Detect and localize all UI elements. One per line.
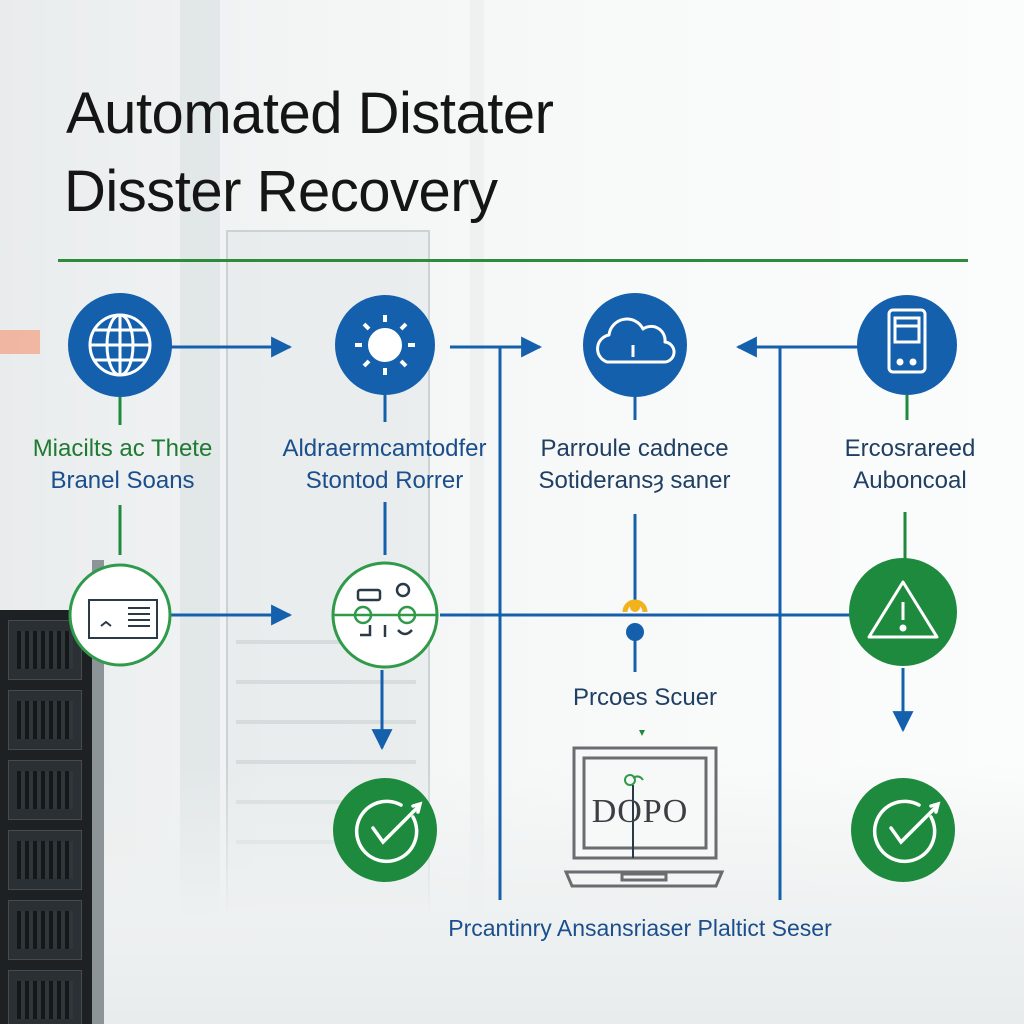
globe-icon bbox=[88, 313, 152, 377]
check-node-right bbox=[851, 778, 955, 882]
cloud-node bbox=[583, 293, 687, 397]
page-title-line2: Disster Recovery bbox=[64, 159, 498, 224]
background-slat bbox=[236, 720, 416, 724]
monitor-window-icon bbox=[88, 599, 158, 639]
cloud-label: Parroule cadnece Sotideransȝ saner bbox=[512, 433, 757, 497]
background-slat bbox=[236, 640, 416, 644]
cloud-label-line1: Parroule cadnece bbox=[540, 435, 729, 462]
laptop-icon bbox=[563, 746, 725, 888]
laptop-screen-text: DOPO bbox=[592, 793, 689, 830]
server-rack-post bbox=[92, 560, 104, 1024]
check-node-left bbox=[333, 778, 437, 882]
warning-icon bbox=[867, 580, 939, 639]
check-gauge-icon bbox=[872, 799, 941, 864]
device-label-line2: Auboncoal bbox=[853, 467, 967, 494]
check-gauge-icon bbox=[354, 799, 423, 864]
monitor-node bbox=[68, 563, 172, 667]
background-floor bbox=[0, 764, 1024, 1024]
globe-node bbox=[68, 293, 172, 397]
sun-label: Aldraermcamtodfer Stontod Rorrer bbox=[272, 433, 497, 497]
sun-label-line1: Aldraermcamtodfer bbox=[282, 435, 487, 462]
sun-label-line2: Stontod Rorrer bbox=[305, 467, 464, 494]
connector-lines bbox=[118, 336, 914, 900]
hub-node bbox=[331, 561, 439, 669]
title-divider bbox=[58, 259, 968, 262]
junction-node bbox=[622, 599, 648, 641]
globe-label-line2: Branel Soans bbox=[50, 467, 195, 494]
globe-label-line1: Miacilts ac Thete bbox=[32, 435, 213, 462]
page-title-line1: Automated Distater bbox=[66, 81, 554, 146]
junction-marker-icon bbox=[622, 599, 648, 641]
process-hub-icon bbox=[333, 582, 437, 637]
laptop-node: DOPO bbox=[563, 746, 725, 888]
device-node bbox=[857, 295, 957, 395]
process-label: Prcoes Scuer bbox=[572, 684, 718, 711]
background-led bbox=[0, 330, 40, 354]
background-slat bbox=[236, 680, 416, 684]
process-pointer bbox=[639, 730, 645, 736]
cloud-label-line2: Sotideransȝ saner bbox=[538, 467, 731, 494]
mobile-device-icon bbox=[887, 308, 927, 374]
server-rack bbox=[0, 610, 96, 1024]
sun-node bbox=[335, 295, 435, 395]
sun-icon bbox=[355, 315, 415, 375]
cloud-icon bbox=[596, 317, 676, 364]
warning-node bbox=[849, 558, 957, 666]
device-label-line1: Ercosrareed bbox=[844, 435, 976, 462]
background-slat bbox=[236, 760, 416, 764]
device-label: Ercosrareed Auboncoal bbox=[810, 433, 1010, 497]
laptop-screen-leaf bbox=[624, 774, 644, 786]
globe-label: Miacilts ac Thete Branel Soans bbox=[20, 433, 225, 497]
bottom-label: Prcantinry Ansansriaser Plaltict Seser bbox=[448, 915, 832, 941]
